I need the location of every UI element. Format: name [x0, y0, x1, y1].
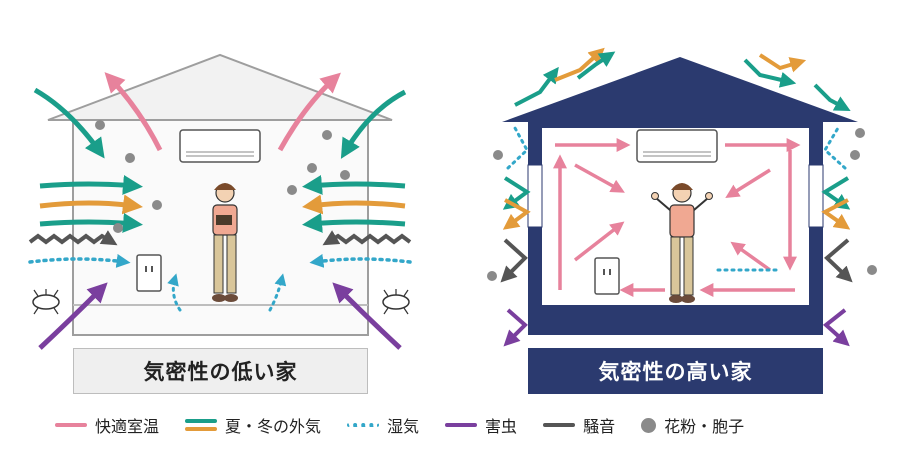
humidity-arrow [823, 126, 847, 170]
outside-air-arrow [554, 47, 605, 82]
outside-air-arrow [39, 174, 143, 195]
outside-air-arrow [39, 212, 143, 233]
air-conditioner-icon [636, 129, 718, 163]
noise-arrow [824, 238, 853, 283]
legend-item-comfort: 快適室温 [55, 413, 159, 437]
pollen-dots [487, 128, 877, 281]
outside-air-arrow [502, 198, 531, 230]
outside-air-arrow [33, 87, 105, 159]
person-icon [651, 183, 713, 303]
outside-air-arrow [502, 176, 531, 210]
insect-icon [32, 289, 60, 315]
legend-swatch-outside-air [185, 419, 218, 431]
legend-swatch-noise [543, 423, 576, 427]
insect-arrow [332, 282, 402, 350]
legend-swatch-insects [445, 423, 478, 427]
insect-icon [382, 289, 410, 315]
outside-air-arrow [39, 194, 143, 215]
legend-item-outside-air: 夏・冬の外気 [185, 413, 321, 437]
legend-item-insects: 害虫 [445, 413, 517, 437]
insect-arrow [822, 308, 850, 347]
insect-arrow [38, 282, 108, 350]
legend-label: 花粉・胞子 [664, 417, 745, 436]
humidity-arrow [268, 273, 287, 312]
comfort-air-circulation [553, 138, 801, 297]
outside-air-arrow [302, 194, 406, 215]
legend-item-noise: 騒音 [543, 413, 615, 437]
outside-air-arrow [340, 89, 407, 159]
house-label-high: 気密性の高い家 [528, 348, 823, 394]
outside-air-arrow [758, 53, 807, 73]
house-low-airtightness [28, 53, 412, 350]
house-label-low: 気密性の低い家 [73, 348, 368, 394]
humidity-arrow [506, 126, 529, 170]
humidity-arrow [309, 253, 412, 268]
outside-air-arrow [514, 66, 559, 107]
outside-air-arrow [302, 212, 406, 233]
air-conditioner-icon [179, 129, 261, 163]
outside-air-arrow [743, 58, 797, 88]
outside-air-arrow [821, 198, 851, 230]
legend-label: 快適室温 [95, 417, 160, 436]
noise-arrow [500, 238, 528, 283]
wall-outlet-icon [594, 257, 620, 295]
comfort-air-arrow [104, 72, 163, 152]
insect-arrow [503, 308, 528, 347]
legend-swatch-comfort [55, 423, 87, 427]
legend-swatch-humidity [347, 423, 380, 427]
legend-swatch-pollen [641, 417, 657, 433]
outside-air-arrow [576, 51, 616, 80]
noise-arrow [322, 230, 412, 246]
legend: 快適室温 夏・冬の外気 湿気 害虫 騒音 花粉・胞子 [55, 408, 855, 442]
house-high-airtightness [487, 47, 877, 347]
legend-item-humidity: 湿気 [347, 413, 419, 437]
noise-arrow [28, 230, 118, 246]
humidity-arrow [28, 253, 131, 268]
wall-outlet-icon [136, 254, 162, 292]
legend-label: 湿気 [387, 417, 420, 436]
legend-label: 害虫 [485, 417, 518, 436]
airtightness-diagram [28, 47, 877, 350]
outside-air-arrow [302, 174, 406, 195]
outside-air-arrow [813, 83, 851, 112]
pollen-dots [95, 120, 350, 233]
humidity-arrow [167, 273, 182, 312]
outside-air-arrow [821, 176, 851, 210]
comfort-air-arrow [277, 72, 341, 152]
legend-item-pollen: 花粉・胞子 [641, 413, 744, 437]
legend-label: 夏・冬の外気 [225, 417, 322, 436]
person-icon [212, 183, 238, 302]
legend-label: 騒音 [583, 417, 616, 436]
